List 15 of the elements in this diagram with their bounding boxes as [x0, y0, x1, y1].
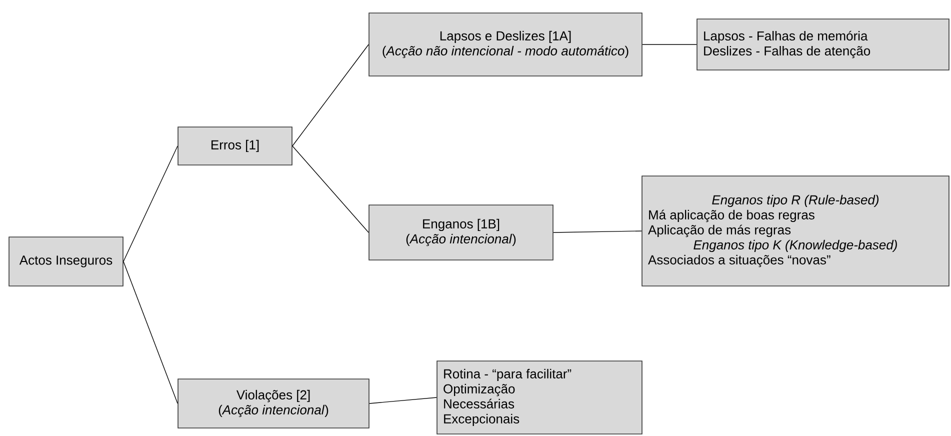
- connector-line: [369, 397, 437, 404]
- text-box: Lapsos - Falhas de memória Deslizes - Falhas de atenção: [696, 18, 950, 70]
- connector-line: [292, 146, 369, 233]
- connector-line: [123, 261, 178, 404]
- text-box: Enganos tipo R (Rule-based) Má aplicação de boas regras Aplicação de más regras Enganos tipo K (Knowledge-based) Associados a situações “novas”: [642, 176, 950, 286]
- connector-line: [292, 44, 369, 146]
- connector-line: [553, 230, 642, 233]
- text-box: Lapsos e Deslizes [1A] (Acção não intencional - modo automático): [368, 12, 642, 76]
- connector-line: [642, 44, 697, 45]
- connector-line: [123, 146, 178, 262]
- text-box: Violações [2] (Acção intencional): [178, 378, 370, 428]
- text-box: Actos Inseguros: [8, 236, 124, 286]
- text-box: Enganos [1B] (Acção intencional): [368, 204, 554, 260]
- text-box: Erros [1]: [178, 126, 292, 166]
- text-box: Rotina - “para facilitar” Optimização Necessárias Excepcionais: [436, 360, 642, 434]
